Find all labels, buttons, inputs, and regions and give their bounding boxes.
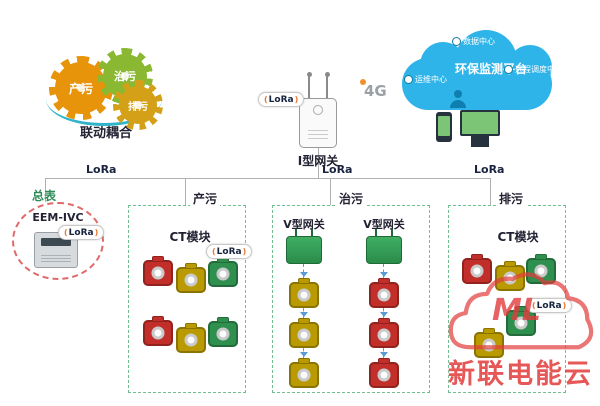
- ct-module-green: [526, 258, 556, 284]
- ct-module-yellow: [495, 265, 525, 291]
- gear-paiwu-label: 排污: [128, 101, 148, 113]
- gear-zhiwu-label: 治污: [114, 70, 136, 83]
- smartphone-icon: [436, 112, 452, 142]
- line-bus-to-meter: [45, 178, 46, 202]
- line-bus-to-zone-chanwu: [185, 178, 186, 205]
- line-gateway-to-bus: [318, 148, 319, 178]
- main-meter-label: 总表: [32, 189, 57, 203]
- ct-module-red: [462, 258, 492, 284]
- arrow-down-icon: [299, 348, 308, 358]
- type1-gateway-device: [299, 98, 337, 148]
- v-gateway-right-label: V型网关: [363, 218, 405, 231]
- ct-module-yellow: [176, 267, 206, 293]
- monitor-icon: [460, 110, 500, 136]
- cloud-badge-operations-center: 运维中心: [404, 74, 447, 85]
- cloud-shape: [455, 30, 517, 92]
- ct-module-green: [506, 310, 536, 336]
- 4g-icon: 4G: [360, 79, 387, 100]
- cloud-badge-data-center: 数据中心: [452, 36, 495, 47]
- gear-hub: [121, 72, 129, 80]
- ct-module-red: [369, 362, 399, 388]
- zone-zhiwu-label: 治污: [336, 190, 367, 207]
- operations-center-icon: [404, 75, 413, 84]
- ct-module-yellow: [289, 282, 319, 308]
- data-center-icon: [452, 37, 461, 46]
- bus-lora-label-left: LoRa: [86, 163, 117, 176]
- arrow-down-icon: [379, 308, 388, 318]
- v-gateway-left-label: V型网关: [283, 218, 325, 231]
- lora-badge: LoRa: [258, 92, 305, 107]
- ct-module-red: [143, 320, 173, 346]
- ct-module-yellow: [176, 327, 206, 353]
- operator-person-icon: [447, 90, 469, 108]
- ct-module-yellow: [289, 322, 319, 348]
- arrow-down-icon: [379, 264, 388, 278]
- gear-hub: [134, 101, 142, 109]
- lora-badge: LoRa: [58, 225, 105, 240]
- v-gateway-device: [366, 229, 402, 264]
- bus-line: [45, 178, 490, 179]
- zone-chanwu-box: [128, 205, 246, 393]
- ct-module-red: [369, 282, 399, 308]
- v-gateway-device: [286, 229, 322, 264]
- cloud-shape: [508, 45, 552, 89]
- arrow-down-icon: [299, 308, 308, 318]
- ct-module-green: [208, 261, 238, 287]
- ct-module-yellow: [474, 332, 504, 358]
- bus-lora-label-right: LoRa: [474, 163, 505, 176]
- gear-paiwu: 排污: [113, 80, 163, 130]
- arrow-down-icon: [379, 348, 388, 358]
- ct-module-green: [208, 321, 238, 347]
- line-bus-to-zone-paiwu: [490, 178, 491, 205]
- ct-module-red: [369, 322, 399, 348]
- antenna-icon: [306, 72, 312, 100]
- cloud-badge-operations-label: 运维中心: [415, 75, 447, 84]
- type1-gateway-label: I型网关: [297, 154, 339, 168]
- zone-paiwu-label: 排污: [496, 190, 527, 207]
- zone-paiwu-ct-module-label: CT模块: [497, 230, 539, 244]
- line-bus-to-zone-zhiwu: [330, 178, 331, 205]
- gear-cluster-caption: 联动耦合: [79, 126, 132, 141]
- cloud-badge-dispatch-label: 远程调度中心: [515, 65, 563, 74]
- lora-badge: LoRa: [206, 244, 253, 259]
- antenna-icon: [324, 72, 330, 100]
- arrow-down-icon: [299, 264, 308, 278]
- swoosh-underline: [46, 94, 162, 126]
- meter-highlight-circle: [12, 202, 104, 280]
- bus-lora-label-center: LoRa: [322, 163, 353, 176]
- cloud-badge-dispatch-center: 远程调度中心: [504, 64, 563, 75]
- ct-module-yellow: [289, 362, 319, 388]
- ct-module-red: [143, 260, 173, 286]
- gear-hub: [77, 84, 85, 92]
- dispatch-center-icon: [504, 65, 513, 74]
- gear-chanwu-label: 产污: [68, 81, 93, 96]
- zone-chanwu-ct-module-label: CT模块: [169, 230, 211, 244]
- zone-chanwu-label: 产污: [190, 190, 221, 207]
- cloud-badge-data-center-label: 数据中心: [463, 37, 495, 46]
- lora-badge: LoRa: [526, 298, 573, 313]
